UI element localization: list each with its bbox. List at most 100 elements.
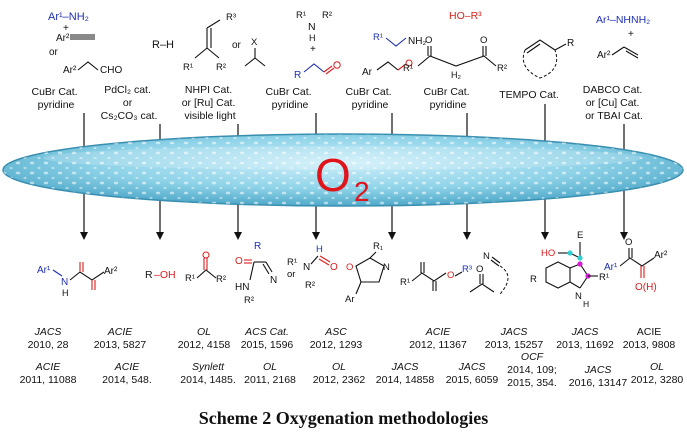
p10-ar2: Ar² xyxy=(654,250,668,261)
p6-r1: R₁ xyxy=(373,241,383,252)
cond-7-line-1: TEMPO Cat. xyxy=(499,89,559,101)
arrow-3-head xyxy=(234,232,242,240)
p5-or: or xyxy=(287,269,295,280)
substrate-2: R–H xyxy=(152,39,174,51)
s4-r2: R² xyxy=(322,10,332,21)
p10-ar1: Ar¹ xyxy=(604,262,618,273)
substrate-4: R¹ R² N H + R xyxy=(294,10,341,81)
substrate-5: R¹ NH₂ Ar xyxy=(362,32,426,78)
p9-n: N xyxy=(575,291,582,302)
product-10: Ar¹ O Ar² O(H) xyxy=(604,237,668,293)
s4-h: H xyxy=(309,33,316,43)
s6-o2: O xyxy=(480,35,487,46)
p1-ar2: Ar² xyxy=(104,266,118,277)
s3-r1: R¹ xyxy=(183,62,193,73)
p4-r2: R² xyxy=(244,295,254,306)
p9-h: H xyxy=(583,299,589,309)
cond-1-line-1: CuBr Cat. xyxy=(31,86,77,98)
cond-4-line-1: CuBr Cat. xyxy=(265,86,311,98)
p1-h: H xyxy=(62,288,69,298)
s1-cho: CHO xyxy=(100,65,122,76)
p6-n: N xyxy=(383,262,390,273)
p9-r1: R¹ xyxy=(599,272,609,283)
ref-1-4: ACS Cat.2015, 1596 xyxy=(241,326,294,351)
s6-o1: O xyxy=(425,35,432,46)
p4-o: O xyxy=(235,256,243,267)
arrow-7-head xyxy=(541,232,549,240)
product-6: R₁ N O Ar xyxy=(345,241,390,305)
product-2: R –OH xyxy=(145,269,176,281)
s6-r1: R¹ xyxy=(403,63,413,74)
cond-8-line-1: DABCO Cat. xyxy=(583,84,643,96)
o2-subscript: 2 xyxy=(354,176,370,207)
product-7: R¹ O R³ xyxy=(400,262,472,291)
substrate-8: Ar¹–NHNH₂ + Ar² xyxy=(596,14,650,61)
p8-n: N xyxy=(483,251,490,262)
s3-or: or xyxy=(232,40,242,51)
s8-ar2: Ar² xyxy=(597,50,611,61)
cond-1-line-2: pyridine xyxy=(38,99,75,111)
cond-2-line-1: PdCl₂ cat. xyxy=(104,84,151,96)
product-8: N O xyxy=(469,251,509,295)
condition-1: CuBr Cat. pyridine xyxy=(31,86,80,111)
s4-r1: R¹ xyxy=(296,10,306,21)
cond-5-line-1: CuBr Cat. xyxy=(345,86,391,98)
condition-3: NHPI Cat. or [Ru] Cat. visible light xyxy=(182,84,239,122)
figure-caption: Scheme 2 Oxygenation methodologies xyxy=(198,408,489,428)
arrow-8-head xyxy=(620,232,628,240)
p2-r: R xyxy=(145,269,153,281)
p10-oh: O(H) xyxy=(635,282,657,293)
p7-r1: R¹ xyxy=(400,277,410,288)
s2-rh: R–H xyxy=(152,39,174,51)
substrate-1: Ar¹–NH₂ + Ar² or Ar² CHO xyxy=(48,11,122,76)
cond-6-line-2: pyridine xyxy=(430,99,467,111)
substrate-3: R³ R¹ R² or X xyxy=(183,12,266,73)
s3-r2: R² xyxy=(216,62,226,73)
s4-r: R xyxy=(294,70,301,81)
condition-4: CuBr Cat. pyridine xyxy=(265,86,314,111)
condition-6: CuBr Cat. pyridine xyxy=(423,86,472,111)
p5-r2: R² xyxy=(305,280,315,291)
p3-r1: R¹ xyxy=(185,273,195,284)
s1-plus: + xyxy=(63,23,69,34)
p4-hn: HN xyxy=(235,282,249,293)
p4-r: R xyxy=(254,241,261,252)
s8-plus: + xyxy=(628,29,634,40)
p10-o: O xyxy=(625,237,632,248)
product-4: R O N HN R² xyxy=(235,241,277,306)
cond-4-line-2: pyridine xyxy=(272,99,309,111)
p6-ar: Ar xyxy=(345,294,355,305)
s6-h2: H₂ xyxy=(451,70,461,80)
p5-r1: R¹ xyxy=(287,257,297,268)
cond-6-line-1: CuBr Cat. xyxy=(423,86,469,98)
condition-8: DABCO Cat. or [Cu] Cat. or TBAI Cat. xyxy=(583,84,645,122)
arrow-5-head xyxy=(388,232,396,240)
arrow-6-head xyxy=(463,232,471,240)
s1-ar1nh2: Ar¹–NH₂ xyxy=(48,11,89,23)
product-9: E HO R¹ R N H xyxy=(530,230,609,309)
p1-ar1: Ar¹ xyxy=(37,265,51,276)
p9-e: E xyxy=(577,230,583,241)
s5-r1: R¹ xyxy=(373,32,383,43)
p5-h: H xyxy=(316,244,323,255)
s1-or: or xyxy=(49,47,59,58)
product-3: R¹ R² xyxy=(185,251,226,285)
o2-label: O xyxy=(315,149,351,201)
p7-r3: R³ xyxy=(462,264,472,275)
s5-nh2: NH₂ xyxy=(408,36,426,47)
